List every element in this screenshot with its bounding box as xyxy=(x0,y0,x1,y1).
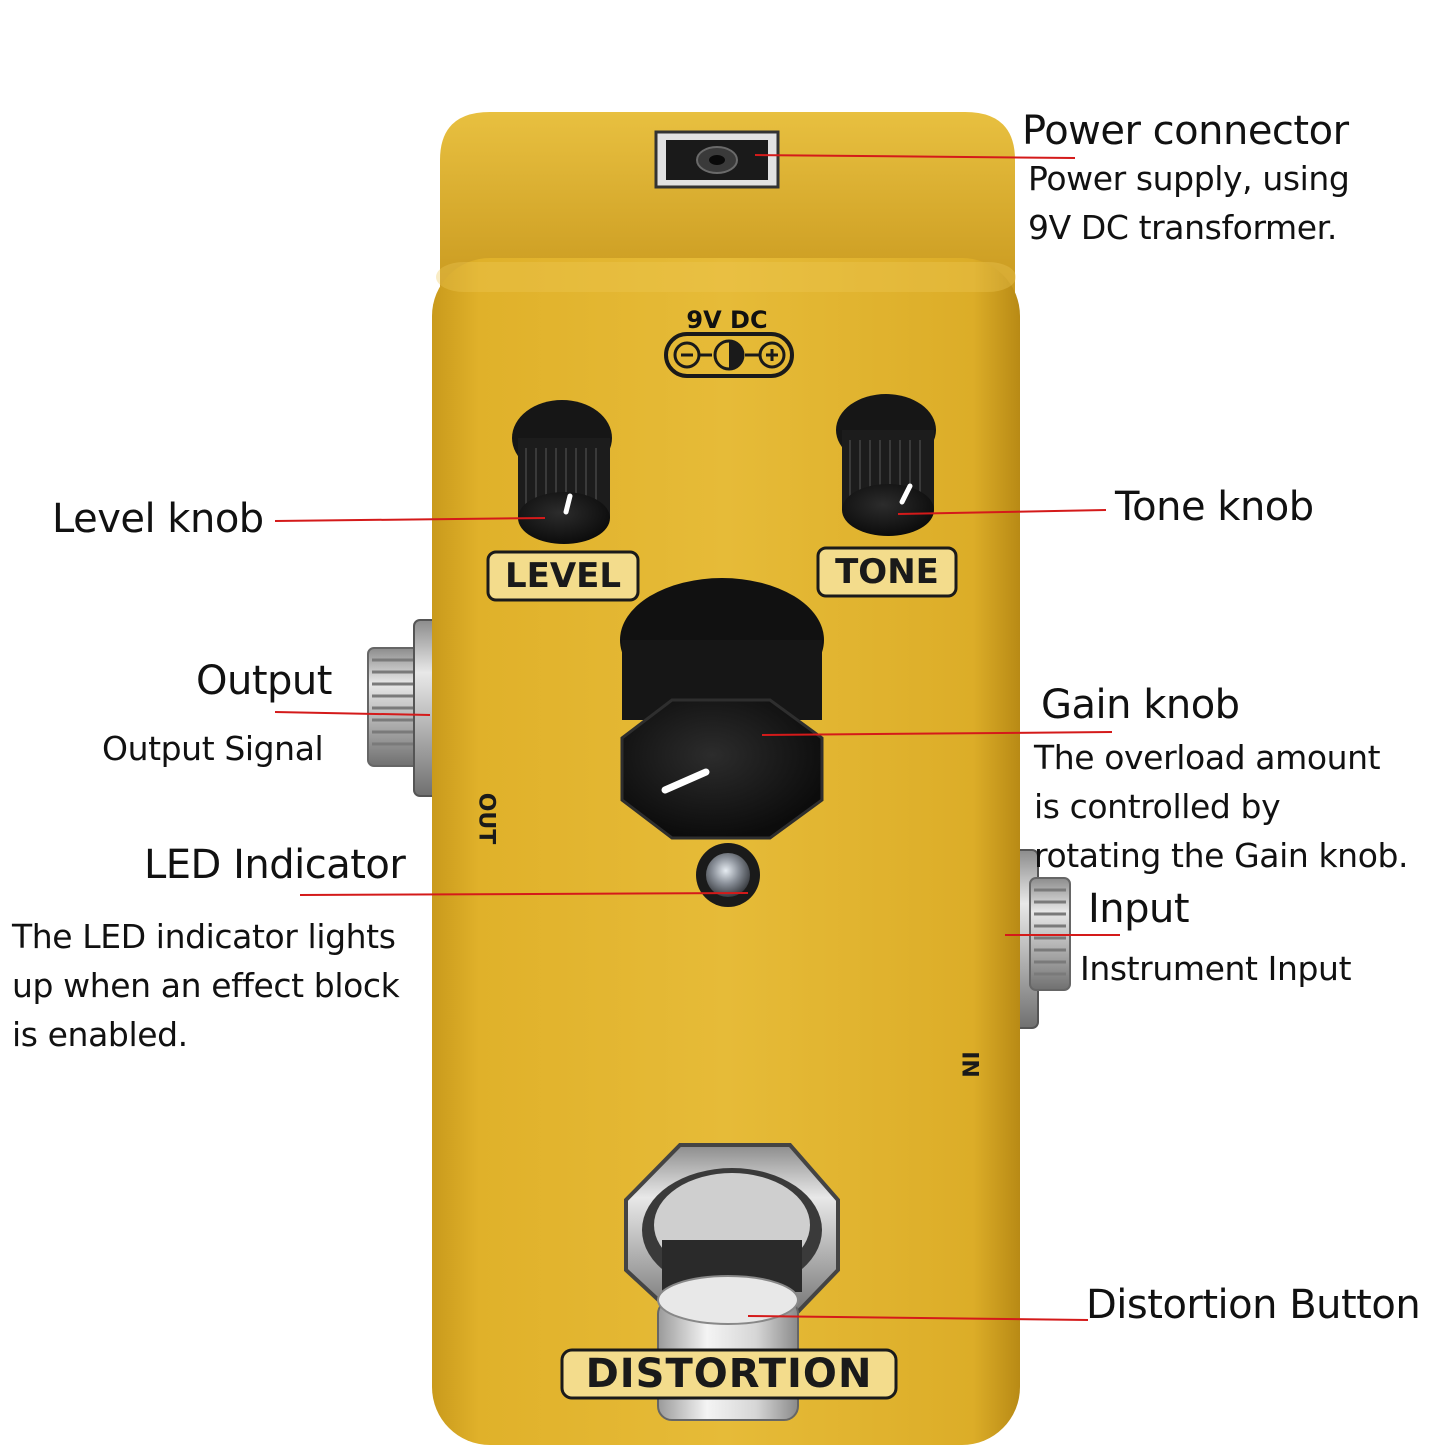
output-callout-title: Output xyxy=(196,658,332,704)
polarity-symbol xyxy=(664,332,794,378)
tone-knob xyxy=(836,394,936,536)
power-connector xyxy=(654,130,780,189)
enclosure-top xyxy=(440,112,1015,300)
tone-callout: Tone knob xyxy=(1115,484,1314,530)
gain-callout-desc-3: rotating the Gain knob. xyxy=(1034,836,1409,875)
footswitch-leader-line xyxy=(747,1315,1089,1321)
tone-label: TONE xyxy=(835,552,939,592)
footswitch-callout-title: Distortion Button xyxy=(1086,1282,1421,1328)
power-callout: Power connector Power supply, using 9V D… xyxy=(1022,108,1350,252)
gain-callout-desc-1: The overload amount xyxy=(1034,738,1381,777)
led-callout-title: LED Indicator xyxy=(144,842,406,888)
level-label: LEVEL xyxy=(504,556,622,596)
input-callout-title: Input xyxy=(1088,886,1190,932)
led-callout-desc-3: is enabled. xyxy=(12,1015,188,1054)
led-callout: LED Indicator xyxy=(144,842,406,888)
power-callout-desc-2: 9V DC transformer. xyxy=(1028,208,1337,247)
level-knob xyxy=(512,400,612,544)
level-leader-line xyxy=(274,517,546,522)
power-rating-label: 9V DC xyxy=(686,306,768,334)
led-indicator xyxy=(696,843,760,907)
gain-callout: Gain knob xyxy=(1041,682,1240,728)
input-callout-desc: Instrument Input xyxy=(1080,949,1352,988)
power-leader-line xyxy=(754,154,1076,159)
output-callout: Output xyxy=(196,658,332,704)
gain-leader-line xyxy=(761,731,1113,736)
input-callout-desc-wrap: Instrument Input xyxy=(1080,944,1352,993)
output-callout-desc-wrap: Output Signal xyxy=(102,724,324,773)
output-callout-desc: Output Signal xyxy=(102,729,324,768)
footswitch-callout: Distortion Button xyxy=(1086,1282,1421,1328)
input-callout: Input xyxy=(1088,886,1190,932)
power-callout-title: Power connector xyxy=(1022,108,1349,154)
gain-callout-title: Gain knob xyxy=(1041,682,1240,728)
level-callout-title: Level knob xyxy=(52,496,264,542)
tone-leader-line xyxy=(897,509,1107,515)
led-callout-desc-2: up when an effect block xyxy=(12,966,400,1005)
power-callout-desc-1: Power supply, using xyxy=(1028,159,1350,198)
led-callout-desc-1: The LED indicator lights xyxy=(12,917,396,956)
output-leader-line xyxy=(274,711,431,716)
led-callout-desc-wrap: The LED indicator lights up when an effe… xyxy=(12,912,400,1059)
level-callout: Level knob xyxy=(52,496,264,542)
tone-callout-title: Tone knob xyxy=(1115,484,1314,530)
gain-callout-desc-wrap: The overload amount is controlled by rot… xyxy=(1034,733,1409,880)
gain-callout-desc-2: is controlled by xyxy=(1034,787,1281,826)
led-leader-line xyxy=(299,892,749,896)
pedal-name-label: DISTORTION xyxy=(585,1351,873,1397)
